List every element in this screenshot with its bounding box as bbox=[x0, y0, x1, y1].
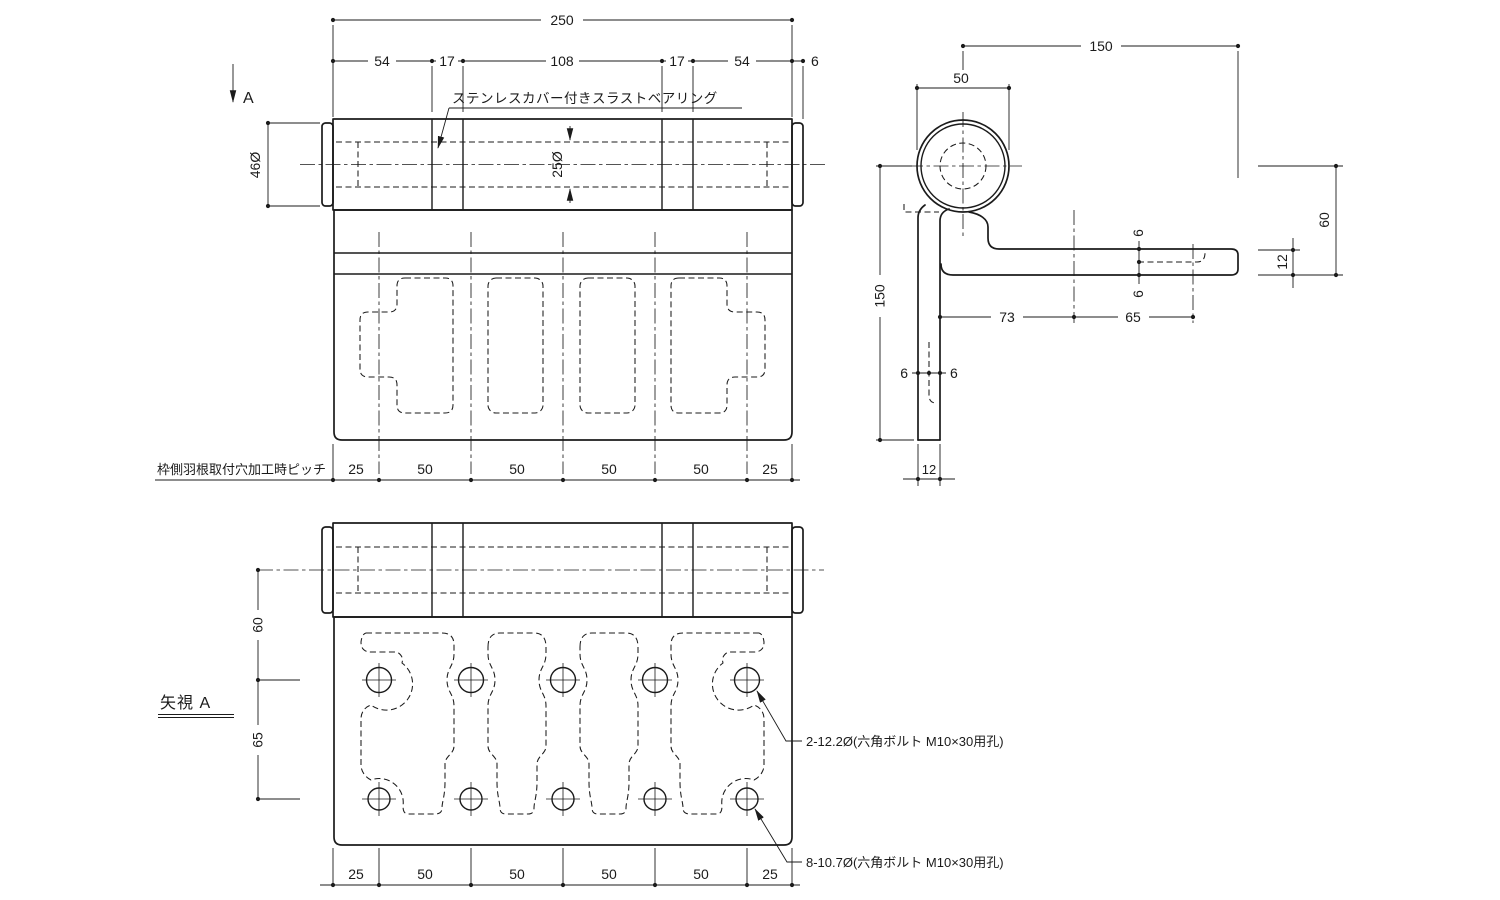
leg-hidden-step bbox=[903, 204, 939, 213]
svg-text:54: 54 bbox=[374, 53, 390, 69]
pitch-label: 枠側羽根取付穴加工時ピッチ bbox=[157, 462, 326, 477]
hole-center-marks bbox=[362, 663, 764, 816]
svg-text:50: 50 bbox=[693, 866, 709, 882]
hidden-contour-1 bbox=[360, 632, 455, 815]
dim-overall-250: 250 bbox=[330, 12, 795, 117]
svg-text:108: 108 bbox=[550, 53, 574, 69]
dim-knuckle-50: 50 bbox=[914, 70, 1012, 150]
dim-height-150: 150 bbox=[872, 163, 914, 443]
svg-text:50: 50 bbox=[693, 461, 709, 477]
dim-arm-halves: 6 6 bbox=[1130, 229, 1146, 298]
section-arrow: A bbox=[229, 64, 255, 107]
dim-barrel-diameter: 46Ø bbox=[247, 120, 320, 209]
front-view: 250 54 17 108 17 54 6 46Ø bbox=[155, 12, 826, 483]
svg-text:25: 25 bbox=[348, 461, 364, 477]
leg-left-edge bbox=[917, 204, 926, 441]
dim-arm-thickness-12: 12 bbox=[1258, 238, 1300, 288]
leaf-plate-outline bbox=[333, 209, 793, 441]
svg-text:250: 250 bbox=[550, 12, 574, 28]
hidden-contour-2 bbox=[487, 632, 547, 815]
svg-text:54: 54 bbox=[734, 53, 750, 69]
svg-text:ステンレスカバー付きスラストベアリング: ステンレスカバー付きスラストベアリング bbox=[452, 91, 718, 106]
dim-leg-halves: 6 6 bbox=[900, 365, 958, 381]
arm-profile bbox=[940, 211, 1239, 276]
svg-text:150: 150 bbox=[1089, 38, 1113, 54]
svg-text:50: 50 bbox=[509, 461, 525, 477]
svg-text:65: 65 bbox=[250, 732, 266, 748]
svg-text:73: 73 bbox=[999, 309, 1015, 325]
hidden-contour-3 bbox=[579, 632, 639, 815]
leaf-plate-outline-a bbox=[333, 616, 793, 846]
svg-text:6: 6 bbox=[900, 365, 908, 381]
dim-leg-thickness-12: 12 bbox=[903, 444, 955, 486]
svg-text:50: 50 bbox=[417, 866, 433, 882]
leader-large-holes: 2-12.2Ø(六角ボルト M10×30用孔) bbox=[756, 690, 1004, 749]
knuckle-crosshair bbox=[908, 112, 1022, 236]
svg-text:50: 50 bbox=[417, 461, 433, 477]
svg-text:17: 17 bbox=[439, 53, 455, 69]
view-a-pitch-dims: 25 50 50 50 50 25 bbox=[320, 848, 800, 888]
leader-small-holes: 8-10.7Ø(六角ボルト M10×30用孔) bbox=[754, 808, 1004, 870]
svg-text:50: 50 bbox=[953, 70, 969, 86]
leg-right-edge bbox=[939, 208, 950, 441]
hidden-pocket-3 bbox=[579, 277, 636, 414]
arm-hole-centerlines bbox=[1073, 210, 1194, 323]
svg-text:50: 50 bbox=[601, 866, 617, 882]
dim-rows-60-65: 60 65 bbox=[250, 567, 300, 802]
view-a: 60 65 矢視 A 25 50 50 50 50 25 2-12.2Ø(六角ボ… bbox=[158, 522, 1004, 888]
svg-text:25Ø: 25Ø bbox=[549, 151, 565, 178]
svg-text:6: 6 bbox=[1130, 229, 1146, 237]
arm-hidden-hole bbox=[1138, 252, 1206, 263]
svg-text:12: 12 bbox=[922, 462, 936, 477]
dim-pin-diameter: 25Ø bbox=[549, 126, 574, 203]
svg-text:46Ø: 46Ø bbox=[247, 152, 263, 179]
leg-hidden-hole bbox=[928, 342, 937, 404]
section-arrow-label: A bbox=[243, 90, 255, 107]
svg-text:25: 25 bbox=[348, 866, 364, 882]
svg-text:60: 60 bbox=[250, 617, 266, 633]
svg-text:60: 60 bbox=[1316, 212, 1332, 228]
svg-text:6: 6 bbox=[811, 53, 819, 69]
front-pitch-dims: 枠側羽根取付穴加工時ピッチ 25 50 50 50 50 25 bbox=[155, 444, 800, 483]
view-a-title: 矢視 A bbox=[158, 694, 234, 718]
svg-text:65: 65 bbox=[1125, 309, 1141, 325]
svg-text:150: 150 bbox=[872, 284, 888, 308]
svg-text:6: 6 bbox=[950, 365, 958, 381]
svg-text:50: 50 bbox=[509, 866, 525, 882]
hidden-pocket-1 bbox=[359, 277, 454, 414]
svg-text:50: 50 bbox=[601, 461, 617, 477]
svg-text:8-10.7Ø(六角ボルト M10×30用孔): 8-10.7Ø(六角ボルト M10×30用孔) bbox=[806, 855, 1004, 870]
svg-text:矢視 A: 矢視 A bbox=[160, 694, 211, 712]
hidden-pocket-4 bbox=[670, 277, 766, 414]
side-view: 50 150 60 12 bbox=[872, 38, 1343, 486]
hidden-pocket-2 bbox=[487, 277, 544, 414]
svg-text:2-12.2Ø(六角ボルト M10×30用孔): 2-12.2Ø(六角ボルト M10×30用孔) bbox=[806, 734, 1004, 749]
svg-text:25: 25 bbox=[762, 461, 778, 477]
svg-text:12: 12 bbox=[1274, 254, 1290, 270]
hole-centerlines bbox=[378, 232, 748, 474]
dim-arm-height-60: 60 bbox=[1258, 163, 1343, 278]
svg-text:25: 25 bbox=[762, 866, 778, 882]
hidden-contour-4 bbox=[670, 632, 765, 815]
bearing-note: ステンレスカバー付きスラストベアリング bbox=[437, 91, 742, 149]
dim-segment-row: 54 17 108 17 54 6 bbox=[330, 53, 819, 119]
dim-73-65: 73 65 bbox=[937, 309, 1196, 325]
svg-text:6: 6 bbox=[1130, 290, 1146, 298]
svg-text:17: 17 bbox=[669, 53, 685, 69]
dim-width-150: 150 bbox=[960, 38, 1241, 178]
